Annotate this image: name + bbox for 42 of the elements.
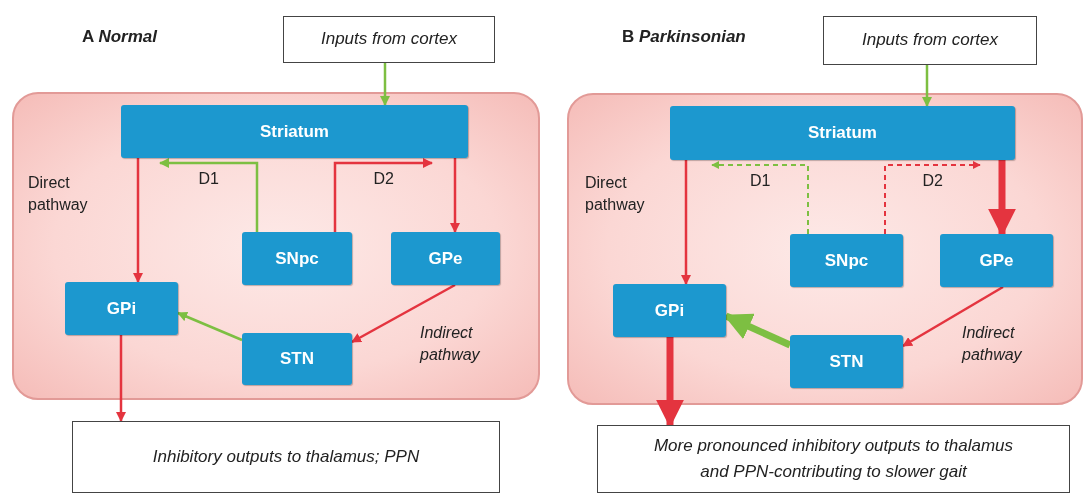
edge-label: D2 [373, 170, 394, 188]
arrow [116, 335, 126, 422]
nucleus-box: Striatum [121, 105, 468, 158]
arrow [922, 65, 932, 107]
panel-title: B Parkinsonian [622, 26, 746, 48]
nucleus-box: Striatum [670, 106, 1015, 160]
pathway-label: Indirect pathway [962, 323, 1023, 365]
arrow [656, 337, 684, 428]
arrow [159, 158, 259, 232]
arrow [380, 63, 390, 106]
nucleus-box: STN [242, 333, 352, 385]
arrow [351, 283, 456, 344]
pathway-label: Direct pathway [585, 173, 646, 215]
arrow [133, 158, 143, 283]
text-box: Inputs from cortex [823, 16, 1037, 65]
nucleus-box: GPi [613, 284, 726, 337]
nucleus-box: SNpc [242, 232, 352, 285]
text-box: Inhibitory outputs to thalamus; PPN [72, 421, 500, 493]
pathway-label: Direct pathway [28, 173, 89, 215]
text-box: More pronounced inhibitory outputs to thalamus and PPN-contributing to slower gait [597, 425, 1070, 493]
nucleus-box: GPe [391, 232, 500, 285]
edge-label: D1 [198, 170, 219, 188]
region-panel [12, 92, 540, 400]
edge-label: D2 [922, 172, 943, 190]
arrow [177, 311, 243, 342]
arrow [884, 161, 981, 235]
panel-title: A Normal [82, 26, 157, 48]
nucleus-box: STN [790, 335, 903, 388]
edge-label: D1 [750, 172, 771, 190]
nucleus-box: GPi [65, 282, 178, 335]
pathway-label: Indirect pathway [420, 323, 481, 365]
arrow [333, 158, 433, 232]
nucleus-box: SNpc [790, 234, 903, 287]
arrow [681, 160, 691, 285]
arrow [723, 312, 792, 349]
text-box: Inputs from cortex [283, 16, 495, 63]
arrow [450, 158, 460, 233]
arrow [711, 161, 809, 235]
region-panel [567, 93, 1083, 405]
nucleus-box: GPe [940, 234, 1053, 287]
arrow [902, 285, 1004, 348]
arrow [988, 160, 1016, 237]
